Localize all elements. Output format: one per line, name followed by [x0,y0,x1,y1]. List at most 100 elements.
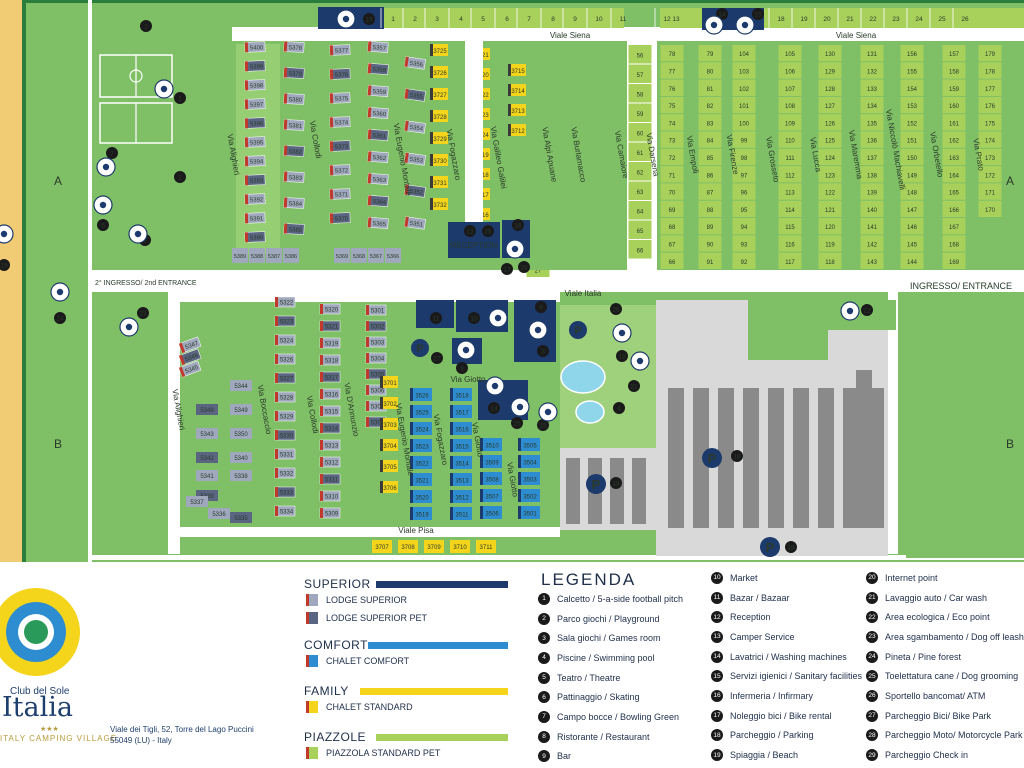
lodge-number: 5382 [289,149,303,156]
lodge-roof [244,61,249,72]
lodge-number: 5372 [335,168,349,174]
pitch-plot [942,62,966,79]
chalet-number: 3730 [433,159,447,165]
pitch-number: 117 [785,260,795,266]
pitch-number: 105 [785,52,796,58]
lodge-number: 5386 [285,254,297,260]
pitch-plot [778,131,802,148]
poi-marker[interactable] [616,350,628,362]
lodge-roof [320,355,323,365]
poi-marker[interactable] [628,380,640,392]
road-bottom [88,555,1024,560]
top-pitch-label: 6 [505,16,509,23]
pitch-number: 172 [985,173,996,179]
poi-marker[interactable] [752,8,764,20]
legend-number-badge: 1 [538,592,550,605]
chalet-comfort [480,455,502,468]
category-swatch [306,594,318,606]
poi-marker[interactable] [140,20,152,32]
chalet-comfort [480,506,502,519]
poi-marker[interactable] [610,477,622,489]
poi-marker[interactable] [97,219,109,231]
poi-marker[interactable] [468,312,480,324]
pitch-number: 96 [741,191,748,197]
poi-marker[interactable] [613,402,625,414]
poi-marker[interactable] [861,304,873,316]
street-label-viale-siena-2: Viale Siena [836,31,877,40]
poi-marker[interactable] [488,402,500,414]
lodge-number: 5389 [234,254,246,260]
lodge-body [196,404,218,415]
lodge-roof [320,457,323,467]
chalet-number: 3714 [511,89,525,95]
poi-marker[interactable] [363,13,375,25]
lodge-number: 5362 [373,155,387,162]
poi-marker[interactable] [137,307,149,319]
poi-marker[interactable] [501,263,513,275]
road-via-fogazzaro-upper [465,40,483,240]
lodge-unit: 5389 [232,248,248,263]
poi-marker[interactable] [512,219,524,231]
pitch-number: 73 [669,139,676,145]
chalet-number: 3712 [511,129,525,135]
pitch-number: 106 [785,69,796,75]
comfort-number: 3504 [523,461,537,467]
road-lower-bottom [168,527,560,537]
pitch-number: 62 [637,170,644,176]
road-lower-top [170,292,560,302]
lodge-number: 5307 [371,405,385,411]
parking-icon [760,537,780,557]
pitch-number: 138 [867,173,878,179]
lodge-number: 5365 [373,221,387,228]
pitch-number: 132 [867,69,878,75]
poi-marker[interactable] [731,450,743,462]
chalet-roof [518,506,521,519]
poi-marker[interactable] [511,417,523,429]
poi-marker[interactable] [54,312,66,324]
lodge-number: 5364 [373,199,387,206]
poi-marker[interactable] [785,541,797,553]
poi-marker[interactable] [0,259,10,271]
legend-item-label: Market [730,572,758,583]
pitch-number: 90 [707,242,714,248]
lodge-number: 5370 [335,216,349,222]
lodge-number: 5318 [325,359,339,365]
poi-marker[interactable] [106,147,118,159]
poi-marker[interactable] [456,362,468,374]
poi-marker[interactable] [537,419,549,431]
comfort-number: 3502 [523,495,537,501]
poi-marker-number: 15 [539,423,547,430]
poi-marker[interactable] [431,352,443,364]
poi-marker[interactable] [535,301,547,313]
poi-marker[interactable] [537,345,549,357]
pitch-plot [778,79,802,96]
poi-marker[interactable] [174,92,186,104]
poi-marker[interactable] [610,303,622,315]
pitch-number: 97 [741,173,748,179]
lodge-unit: 5310 [319,490,341,502]
poi-marker[interactable] [430,312,442,324]
poi-marker-number: 8 [460,366,464,373]
lodge-unit: 5375 [329,92,351,104]
category-item: CHALET COMFORT [306,652,514,670]
poi-marker[interactable] [518,261,530,273]
legend-number-badge: 22 [866,611,878,624]
chalet-roof [508,124,511,136]
poi-marker[interactable] [174,171,186,183]
pitch-plot [778,148,802,166]
pitch-number: 61 [637,151,644,157]
facility-icon-glyph [160,85,168,93]
lodge-roof [275,373,278,383]
poi-marker-number: 19 [0,263,8,270]
lodge-body [230,452,252,463]
poi-marker[interactable] [482,225,494,237]
pitch-plot [732,218,756,235]
lodge-roof [283,93,288,104]
poi-marker[interactable] [464,225,476,237]
pitch-number: 151 [907,139,918,145]
pitch-plot [778,235,802,252]
lodge-number: 5323 [280,320,294,326]
lodge-roof [283,67,288,78]
